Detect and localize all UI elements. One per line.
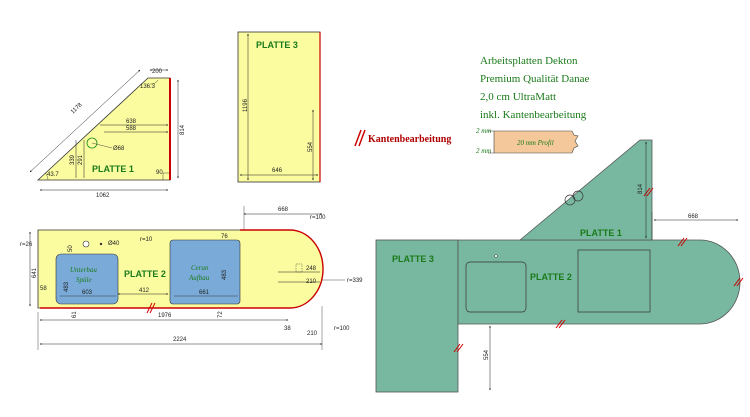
p1-dim-90: 90 (156, 170, 163, 176)
p1-dim-200: 200 (152, 69, 163, 75)
p2-dim-58: 58 (40, 286, 47, 292)
tap-hole (82, 240, 90, 248)
model-dim-814: 814 (638, 183, 644, 194)
p2-dim-72: 72 (218, 311, 224, 318)
sink-cutout (55, 253, 119, 305)
platte2-red-edge (40, 229, 324, 309)
platte3-drawing: PLATTE 3 1196 554 646 (237, 31, 321, 183)
info-line-2: Premium Qualität Danae (480, 73, 589, 85)
p1-dim-136: 136.3 (140, 84, 156, 90)
model-platte3 (375, 239, 459, 393)
p2-dim-483a: 483 (64, 281, 70, 292)
p2-dim-210a: 210 (306, 279, 317, 285)
p2-dim-603: 603 (82, 290, 93, 296)
p1-dim-1178: 1178 (70, 102, 84, 116)
model-platte1-label: PLATTE 1 (580, 228, 622, 238)
model-dim-554: 554 (484, 349, 490, 360)
p3-dim-646: 646 (272, 168, 283, 174)
p2-dim-r26: r=26 (20, 242, 33, 248)
info-line-3: 2,0 cm UltraMatt (480, 91, 556, 103)
platte3-slab (237, 31, 321, 183)
model-sink (465, 261, 527, 313)
p2-dim-661: 661 (199, 290, 210, 296)
platte2-label: PLATTE 2 (124, 269, 166, 279)
profile-legend: 20 mm Profil 2 mm 2 mm (476, 127, 579, 155)
sink-label-2: Spüle (76, 276, 92, 284)
cooktop-label-2: Aufbau (188, 274, 210, 282)
p2-dim-r10: r=10 (140, 237, 153, 243)
p2-dim-1976: 1976 (158, 313, 172, 319)
profile-dim-bottom: 2 mm (476, 147, 491, 155)
p2-dim-76: 76 (221, 234, 228, 240)
p1-dim-638: 638 (126, 119, 137, 125)
platte2-drawing: PLATTE 2 Unterbau Spüle Ceran Aufbau 668… (20, 206, 363, 350)
model-cooktop (577, 249, 651, 313)
cooktop-label-1: Ceran (191, 264, 209, 272)
p2-dim-2224: 2224 (173, 337, 187, 343)
p2-dim-668: 668 (278, 207, 289, 213)
profile-label: 20 mm Profil (517, 139, 554, 147)
edge-marker-icon (354, 129, 362, 147)
sink-label-1: Unterbau (70, 266, 97, 274)
model-platte3-label: PLATTE 3 (392, 254, 434, 264)
info-line-4: inkl. Kantenbearbeitung (480, 109, 587, 121)
p1-dim-43: 43.7 (47, 172, 59, 178)
p2-dim-r100-top: r=100 (310, 215, 326, 221)
info-line-1: Arbeitsplatten Dekton (480, 55, 578, 67)
cooktop-cutout (169, 239, 241, 305)
p1-dim-hole: Ø68 (113, 146, 125, 152)
profile-dim-top: 2 mm (476, 127, 491, 135)
p1-dim-588: 588 (126, 126, 137, 132)
p1-dim-291: 291 (78, 154, 84, 165)
p2-dim-61: 61 (72, 311, 78, 318)
p2-dim-hole40: Ø40 (108, 241, 120, 247)
model-dim-668: 668 (688, 214, 699, 220)
info-block: Arbeitsplatten Dekton Premium Qualität D… (480, 55, 589, 121)
p2-dim-38: 38 (284, 326, 291, 332)
p1-dim-814: 814 (180, 124, 186, 135)
p2-dim-641: 641 (32, 267, 38, 278)
p2-dim-r339: r=339 (347, 278, 363, 284)
model-platte2 (457, 239, 741, 325)
p2-dim-248: 248 (306, 266, 317, 272)
p3-dim-554: 554 (308, 141, 314, 152)
model-platte2-label: PLATTE 2 (530, 272, 572, 282)
p2-dim-50: 50 (68, 245, 74, 252)
model-platte1 (518, 139, 653, 241)
platte1-label: PLATTE 1 (92, 164, 134, 174)
assembled-model: PLATTE 3 PLATTE 2 PLATTE 1 814 668 554 (375, 139, 744, 393)
platte1-drawing: 200 1178 136.3 638 588 814 339 291 Ø68 4… (29, 69, 186, 199)
p2-dim-r100-bot: r=100 (334, 326, 350, 332)
p2-dim-483b: 483 (222, 269, 228, 280)
edge-legend: Kantenbearbeitung (354, 129, 451, 147)
platte3-label: PLATTE 3 (256, 40, 298, 50)
profile-sample (493, 130, 579, 154)
p2-dim-210b: 210 (307, 331, 318, 337)
p3-dim-1196: 1196 (243, 98, 249, 112)
p1-dim-339: 339 (70, 154, 76, 165)
platte1-hole (86, 137, 98, 149)
screw-hole (99, 242, 103, 246)
p2-dim-412: 412 (139, 288, 150, 294)
p1-dim-1062: 1062 (96, 193, 110, 199)
edge-legend-label: Kantenbearbeitung (368, 134, 451, 145)
